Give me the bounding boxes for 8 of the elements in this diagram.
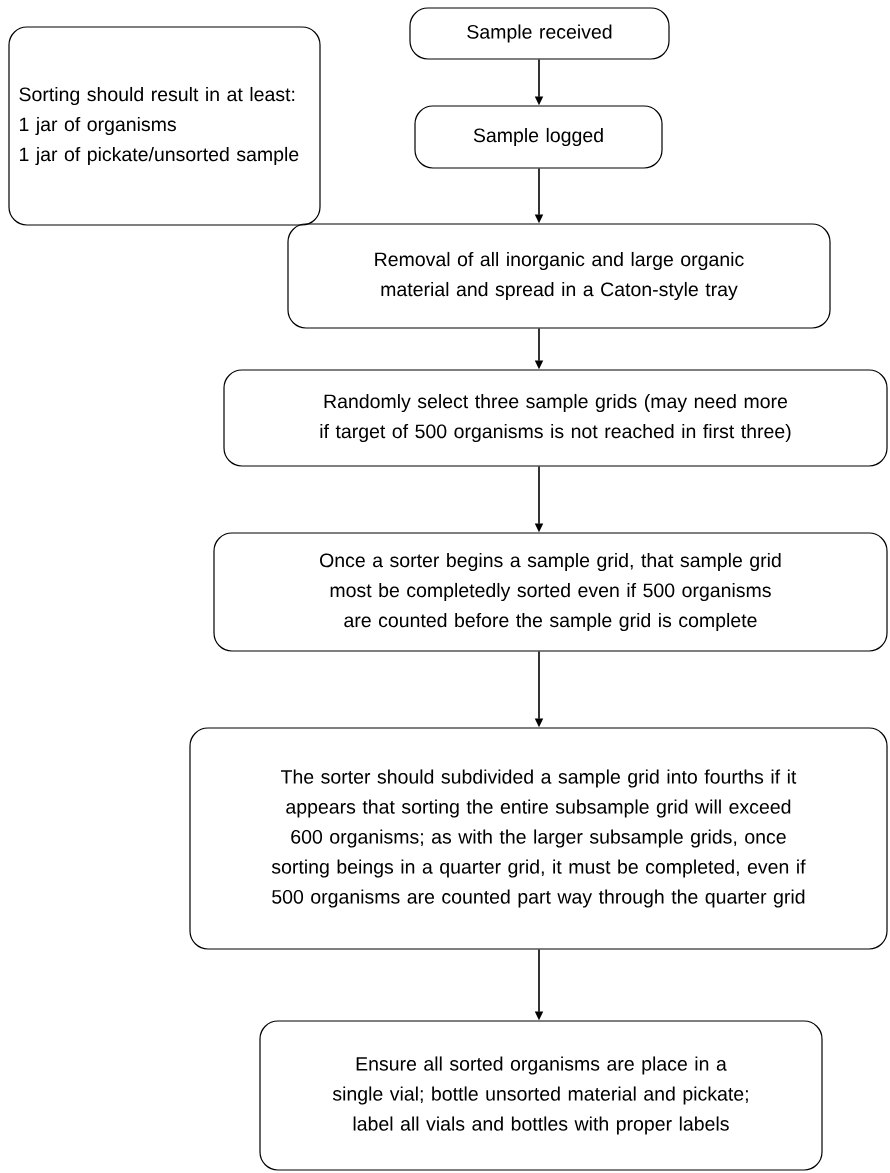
process-box: Sample received (409, 7, 670, 60)
process-box: Removal of all inorganic and large organic material and spread in a Caton-style tray (287, 223, 831, 329)
process-box: Sample logged (414, 105, 663, 169)
process-box: Sorting should result in at least: 1 jar of organisms 1 jar of pickate/unsorted sample (8, 26, 321, 226)
process-box: The sorter should subdivided a sample grid into fourths if it appears that sorting the entire subsample grid will exceed 600 organisms; as with the larger subsample grids, once sorting beings in a quarter grid, it must be completed, even if 500 organisms are counted part way through the quarter grid (189, 727, 888, 950)
process-box: Ensure all sorted organisms are place in a single vial; bottle unsorted material and pickate; label all vials and bottles with proper labels (259, 1020, 823, 1171)
process-box: Once a sorter begins a sample grid, that sample grid most be completedly sorted even if 500 organisms are counted before the sample grid is complete (213, 532, 888, 652)
process-box: Randomly select three sample grids (may need more if target of 500 organisms is not reached in first three) (223, 369, 888, 467)
